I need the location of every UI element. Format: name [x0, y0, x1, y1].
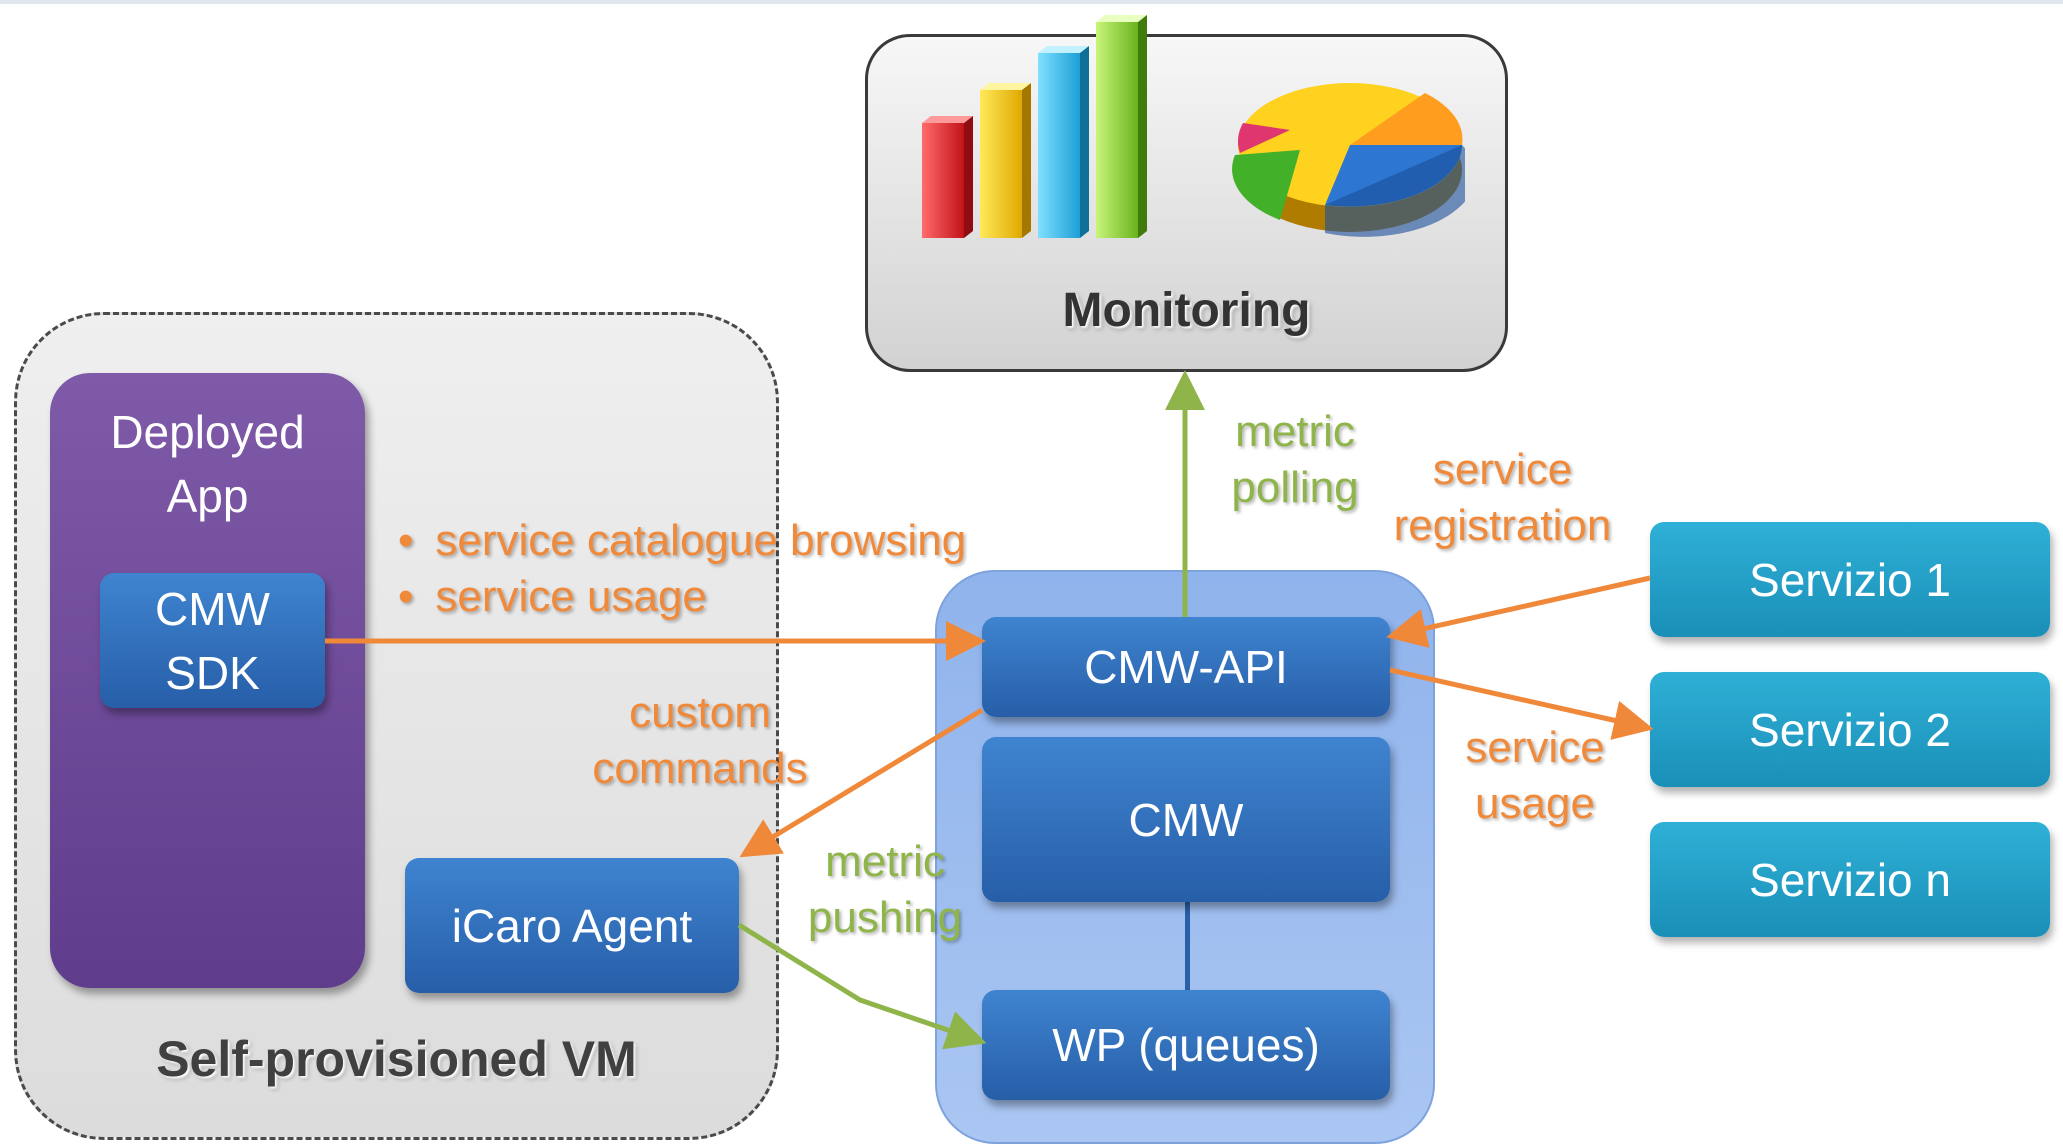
icaro-agent-box: iCaro Agent [405, 858, 739, 993]
monitoring-illustration [922, 15, 1465, 238]
service-usage-line1: service [1465, 723, 1605, 772]
servizio-1-box: Servizio 1 [1650, 522, 2050, 637]
vm-label: Self-provisioned VM [156, 1031, 637, 1087]
servizio-2-box: Servizio 2 [1650, 672, 2050, 787]
metric-pushing-label: metric pushing [790, 834, 980, 946]
metric-polling-line1: metric [1235, 407, 1355, 456]
service-usage-arrow [1389, 667, 1654, 740]
bullet-catalogue-browsing: service catalogue browsing [398, 513, 966, 569]
service-usage-label: service usage [1430, 720, 1640, 832]
metric-polling-line2: polling [1231, 463, 1359, 512]
deployed-app-label: Deployed App [50, 400, 365, 528]
monitoring-label: Monitoring [1062, 284, 1311, 337]
service-registration-line2: registration [1393, 501, 1612, 550]
service-registration-line1: service [1432, 445, 1573, 494]
cmw-sdk-line1: CMW [155, 582, 270, 635]
deployed-app-label-line1: Deployed [110, 406, 305, 458]
cmw-box: CMW [982, 737, 1390, 902]
cmw-sdk-box: CMW SDK [100, 573, 325, 708]
top-divider [0, 0, 2063, 4]
metric-polling-label: metric polling [1210, 404, 1380, 516]
custom-commands-line1: custom [629, 688, 771, 737]
service-registration-label: service registration [1375, 442, 1630, 554]
metric-pushing-line1: metric [825, 837, 945, 886]
deployed-app-label-line2: App [166, 470, 249, 522]
cmw-api-box: CMW-API [982, 617, 1390, 717]
custom-commands-label: custom commands [575, 685, 825, 797]
registration-arrow [1386, 575, 1651, 648]
metric-pushing-line2: pushing [807, 893, 963, 942]
cmw-sdk-line2: SDK [165, 646, 260, 699]
metric-pushing-arrow [737, 922, 987, 1050]
servizio-n-box: Servizio n [1650, 822, 2050, 937]
service-usage-line2: usage [1475, 779, 1595, 828]
bar-chart-icon [922, 15, 1147, 238]
pie-chart-icon [1232, 83, 1465, 237]
custom-commands-arrow [739, 707, 984, 858]
bullet-service-usage: service usage [398, 569, 966, 625]
cmw-wp-connector [1185, 902, 1190, 990]
usage-bullet-list: service catalogue browsing service usage [398, 513, 966, 625]
wp-queues-box: WP (queues) [982, 990, 1390, 1100]
custom-commands-line2: commands [592, 744, 808, 793]
